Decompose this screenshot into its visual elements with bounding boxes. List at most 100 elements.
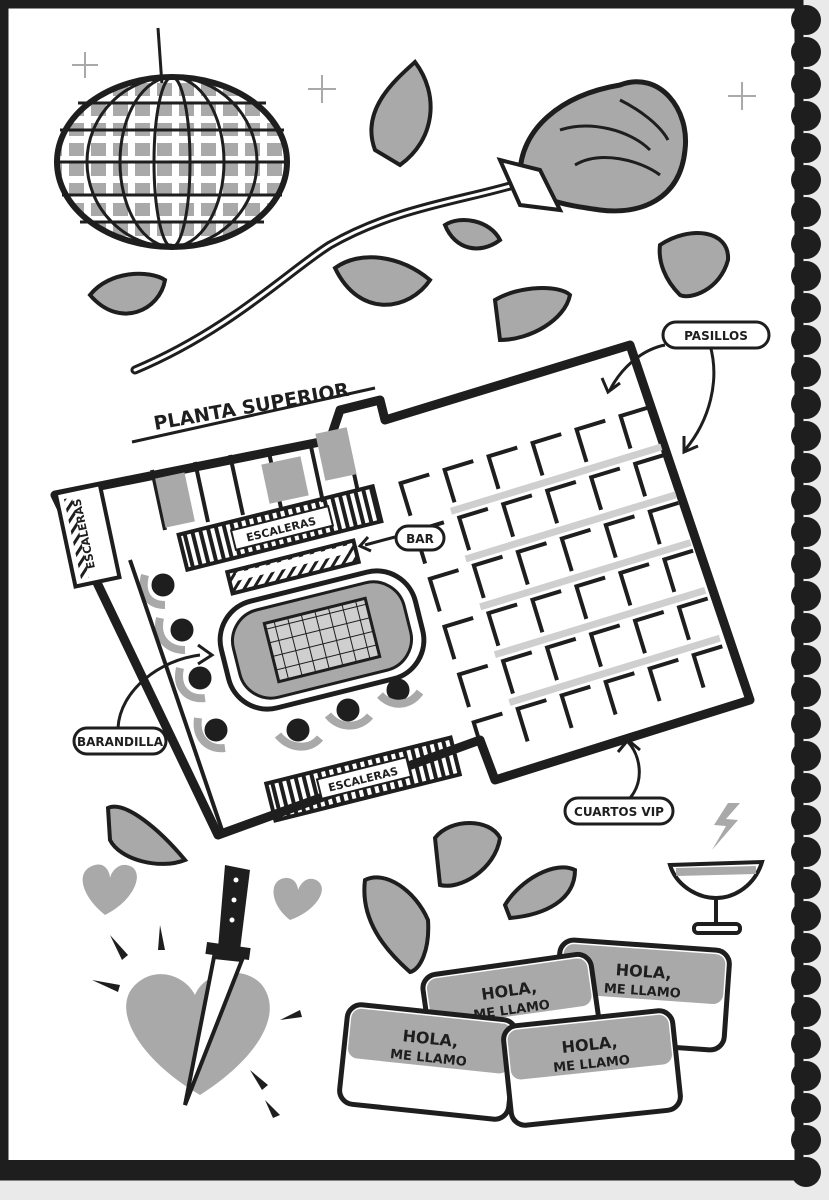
vip-room-wall — [398, 472, 430, 517]
corridor — [479, 539, 692, 611]
vip-room-wall — [647, 657, 679, 702]
scallop — [791, 997, 821, 1027]
vip-room-wall — [618, 405, 650, 450]
scallop — [791, 1029, 821, 1059]
floor-plan: ESCALERAS ESCALERAS — [50, 340, 755, 840]
callout-railing: BARANDILLA — [72, 643, 215, 756]
corridor — [464, 491, 678, 563]
cocktail-glass-icon — [667, 859, 765, 935]
scallop — [791, 37, 821, 67]
scallop — [791, 165, 821, 195]
scallop — [791, 325, 821, 355]
callout-railing-label: BARANDILLA — [77, 735, 164, 749]
vip-room-wall — [441, 616, 474, 660]
scallop — [791, 901, 821, 931]
vip-room-wall — [485, 602, 518, 647]
disco-ball-icon — [54, 27, 290, 250]
vip-room-wall — [559, 527, 592, 572]
scallop — [791, 421, 821, 451]
scallop — [791, 549, 821, 579]
corridor — [449, 443, 663, 515]
scallop — [791, 805, 821, 835]
knife-heart-icon — [92, 865, 302, 1118]
vip-room-wall — [427, 568, 460, 612]
vip-room-wall — [588, 623, 621, 668]
bottom-border — [0, 1160, 810, 1178]
vip-room-wall — [632, 610, 665, 654]
vip-room-wall — [603, 671, 635, 716]
scallop — [791, 517, 821, 547]
name-tag: HOLA, ME LLAMO — [501, 1008, 683, 1128]
bottom-stairs: ESCALERAS — [263, 735, 463, 823]
lightning-icon — [712, 803, 740, 850]
scallop — [791, 101, 821, 131]
scallop — [791, 965, 821, 995]
vip-room-wall — [544, 636, 577, 681]
vip-room-wall — [603, 514, 636, 559]
scallop — [791, 677, 821, 707]
scallop — [791, 709, 821, 739]
railing-line — [128, 559, 224, 831]
callout-corridors: PASILLOS — [600, 320, 771, 455]
callout-vip-rooms: CUARTOS VIP — [563, 737, 675, 826]
vip-room-wall — [471, 711, 503, 756]
scallop — [791, 293, 821, 323]
upper-rooms — [150, 427, 360, 531]
scallop — [791, 773, 821, 803]
scallop — [791, 197, 821, 227]
scallop — [791, 645, 821, 675]
name-tag-greeting: HOLA, — [615, 960, 672, 983]
vip-room-wall — [617, 562, 650, 607]
vip-room-wall — [442, 459, 474, 503]
name-tag: HOLA, ME LLAMO — [337, 1002, 519, 1122]
vip-room-wall — [515, 698, 547, 742]
scallop — [791, 133, 821, 163]
vip-room-wall — [500, 650, 533, 695]
scallop — [791, 933, 821, 963]
scallop — [791, 869, 821, 899]
vip-room-wall — [574, 418, 606, 463]
scallop — [791, 229, 821, 259]
vip-room-wall — [529, 589, 562, 633]
vip-room-wall — [632, 453, 665, 497]
scallop — [791, 485, 821, 515]
vip-room-wall — [544, 480, 577, 524]
callout-corridors-label: PASILLOS — [684, 329, 748, 343]
scallop — [791, 837, 821, 867]
vip-room-wall — [647, 500, 680, 545]
vip-room-wall — [559, 684, 591, 729]
scallop — [791, 5, 821, 35]
vip-room-wall — [588, 466, 621, 511]
dance-floor — [217, 568, 427, 712]
vip-room-wall — [500, 493, 533, 538]
vip-room-wall — [530, 432, 562, 477]
rose-icon — [130, 59, 689, 375]
vip-room-wall — [676, 596, 709, 641]
corridor — [508, 634, 721, 706]
scallop — [791, 453, 821, 483]
vip-rooms — [398, 405, 723, 756]
scallop — [791, 357, 821, 387]
booth-seating — [139, 573, 424, 753]
callout-bar-label: BAR — [406, 532, 434, 546]
scallop — [791, 581, 821, 611]
bar-counter — [224, 538, 362, 596]
vip-room-wall — [471, 554, 504, 599]
scallop — [791, 1061, 821, 1091]
side-stairs: ESCALERAS — [53, 481, 122, 589]
vip-room-wall — [456, 663, 489, 708]
name-tags: HOLA, ME LLAMO HOLA, ME LLAMO HOLA, ME L… — [337, 937, 732, 1128]
scallop — [791, 69, 821, 99]
scallop — [791, 1093, 821, 1123]
sparkle-icon — [72, 52, 756, 110]
vip-room-wall — [573, 575, 606, 620]
callout-vip-rooms-label: CUARTOS VIP — [574, 805, 664, 819]
vip-room-wall — [515, 541, 548, 586]
corridor — [493, 587, 707, 659]
name-tag-line: ME LLAMO — [603, 981, 681, 1001]
petal-icon — [87, 231, 731, 343]
vip-room-wall — [486, 445, 518, 490]
heart-icon — [82, 864, 322, 920]
callout-bar: BAR — [357, 524, 446, 553]
scallop — [791, 261, 821, 291]
